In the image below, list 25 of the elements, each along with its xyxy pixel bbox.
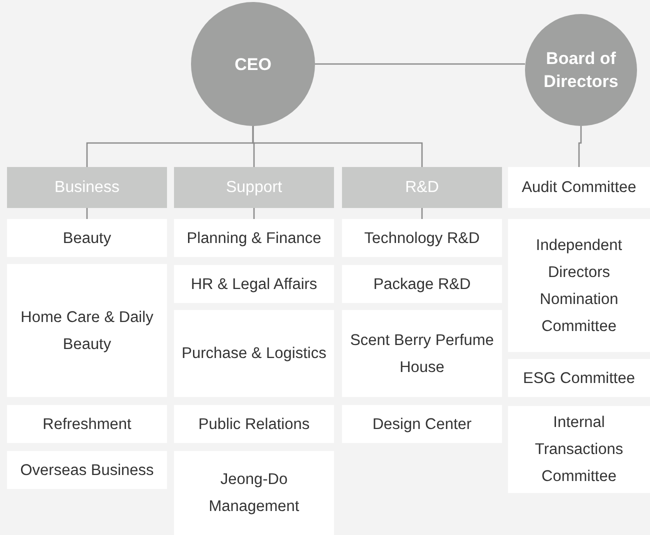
unit-box: Internal Transactions Committee <box>508 406 650 493</box>
connector-line <box>252 126 423 167</box>
unit-box: Jeong-Do Management <box>174 451 334 535</box>
unit-box: Refreshment <box>7 405 167 443</box>
role-circle: Board of Directors <box>525 14 637 126</box>
unit-box: Scent Berry Perfume House <box>342 310 502 397</box>
unit-box: Overseas Business <box>7 451 167 489</box>
unit-box: Package R&D <box>342 265 502 303</box>
connector-line <box>315 63 525 65</box>
connector-line <box>421 208 423 219</box>
role-circle: CEO <box>191 2 315 126</box>
unit-box: Beauty <box>7 219 167 257</box>
unit-box: Home Care & Daily Beauty <box>7 264 167 397</box>
unit-box: Technology R&D <box>342 219 502 257</box>
unit-box: Planning & Finance <box>174 219 334 257</box>
unit-box: HR & Legal Affairs <box>174 265 334 303</box>
unit-box: Audit Committee <box>508 167 650 208</box>
connector-line <box>86 208 88 219</box>
unit-box: Purchase & Logistics <box>174 310 334 397</box>
unit-box: Independent Directors Nomination Committee <box>508 219 650 352</box>
unit-box: ESG Committee <box>508 359 650 397</box>
connector-line <box>578 126 582 167</box>
unit-box: Public Relations <box>174 405 334 443</box>
connector-line <box>253 208 255 219</box>
unit-box: Design Center <box>342 405 502 443</box>
